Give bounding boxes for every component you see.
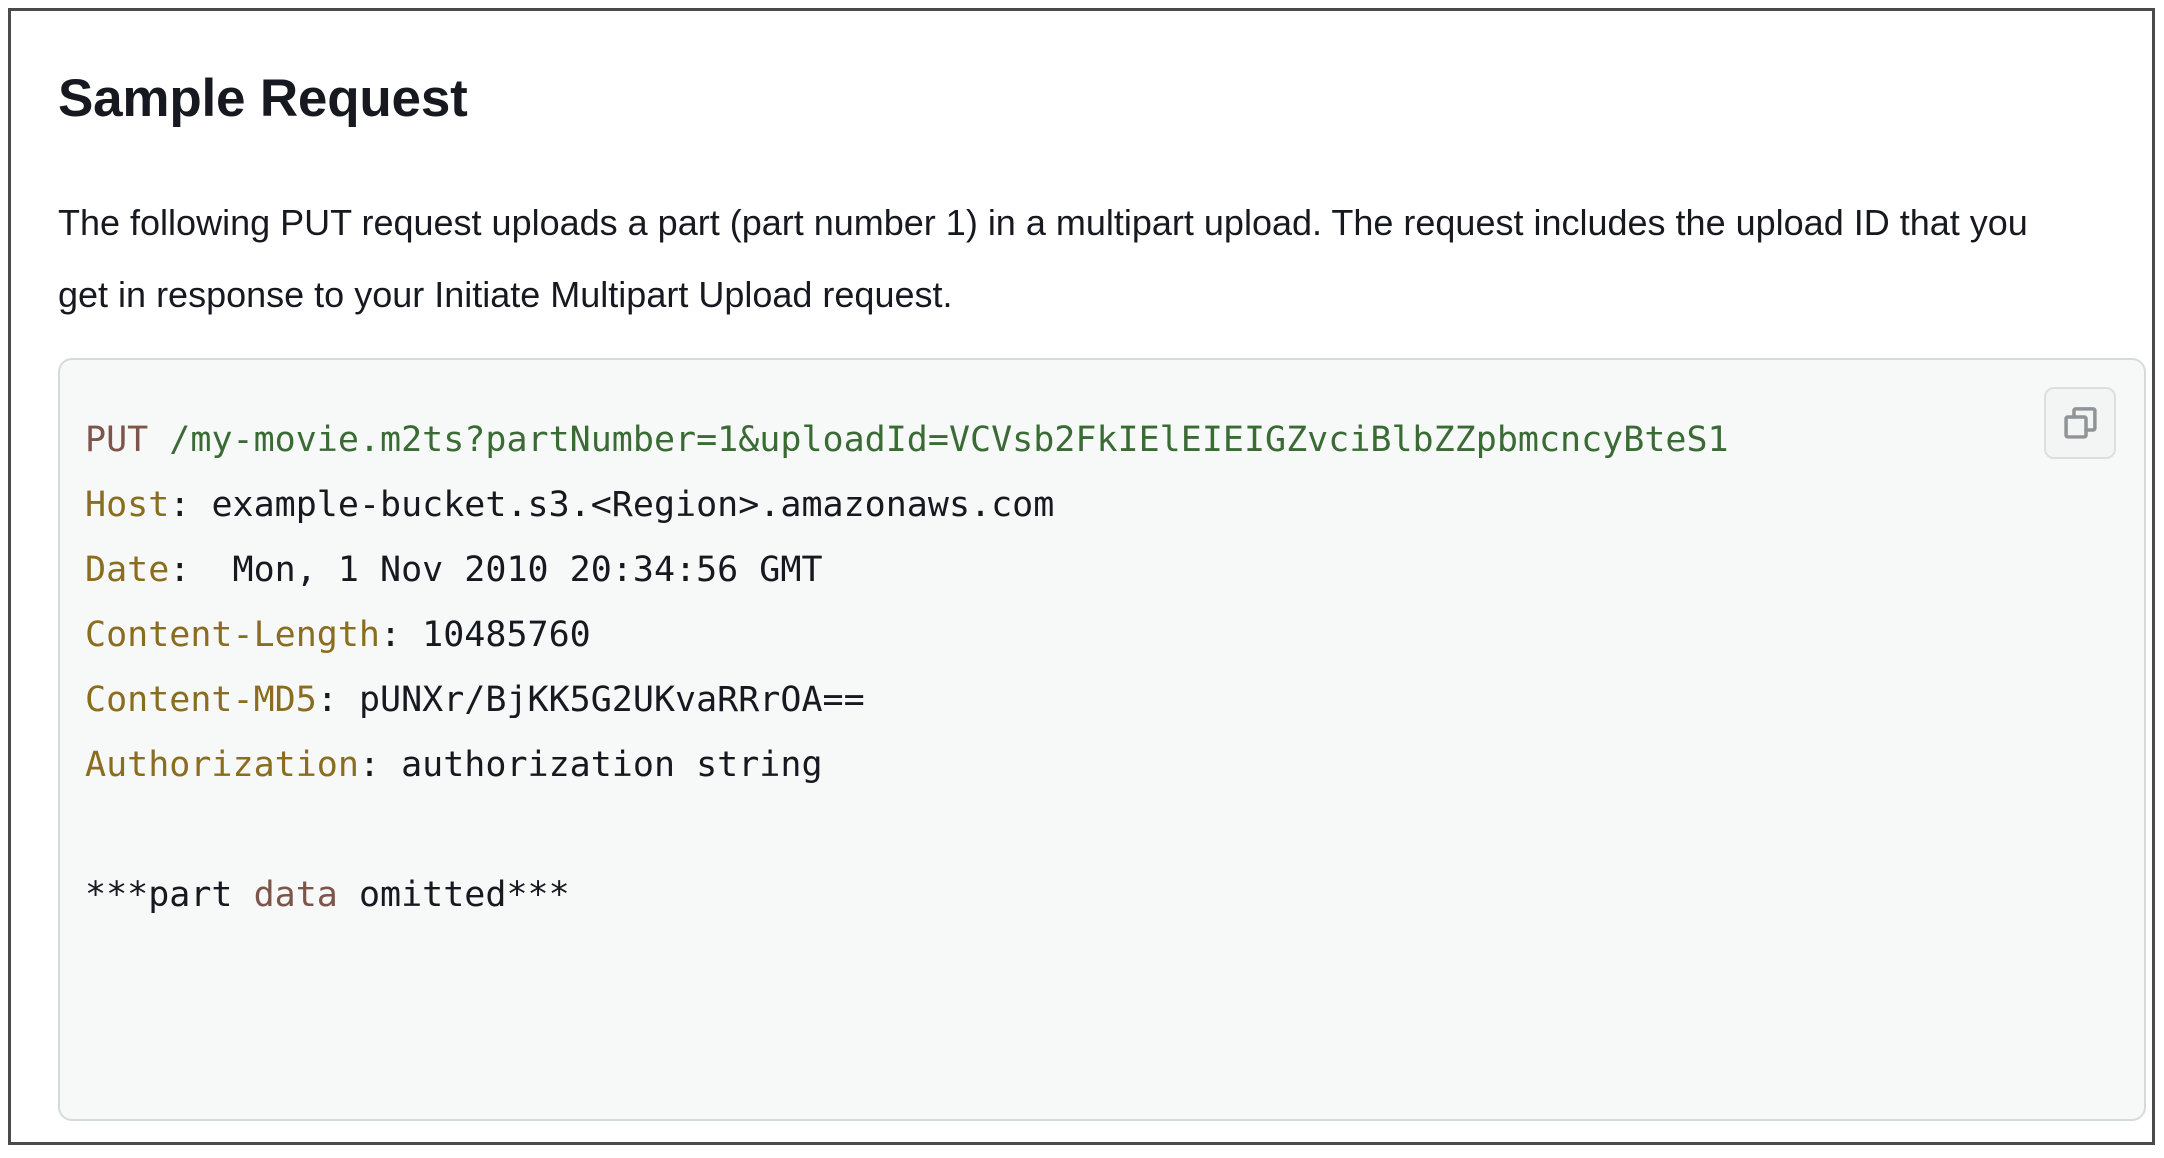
code-token-header: Authorization: [85, 745, 359, 785]
code-line-date-header: Date: Mon, 1 Nov 2010 20:34:56 GMT: [85, 538, 2144, 603]
code-line-authorization-header: Authorization: authorization string: [85, 733, 2144, 798]
code-line-blank-1: [85, 798, 2144, 863]
code-token-plain: [148, 420, 169, 460]
page-title: Sample Request: [58, 68, 468, 128]
code-token-plain: : pUNXr/BjKK5G2UKvaRRrOA==: [316, 680, 865, 720]
code-token-path: /my-movie.m2ts?partNumber=1&uploadId=VCV…: [169, 420, 1729, 460]
intro-paragraph: The following PUT request uploads a part…: [58, 202, 2028, 315]
code-token-header: Content-MD5: [85, 680, 317, 720]
document-content: Sample Request The following PUT request…: [11, 11, 2152, 1142]
code-content: PUT /my-movie.m2ts?partNumber=1&uploadId…: [60, 360, 2144, 928]
code-token-plain: : authorization string: [358, 745, 823, 785]
code-scroll-area[interactable]: PUT /my-movie.m2ts?partNumber=1&uploadId…: [60, 360, 2144, 1119]
code-sample-block: PUT /my-movie.m2ts?partNumber=1&uploadId…: [58, 358, 2146, 1121]
code-token-header: Date: [85, 550, 170, 590]
code-line-part-data-omitted: ***part data omitted***: [85, 863, 2144, 928]
code-token-emph: data: [253, 875, 338, 915]
code-token-method: PUT: [85, 420, 149, 460]
code-line-request-line: PUT /my-movie.m2ts?partNumber=1&uploadId…: [85, 408, 2144, 473]
code-token-plain: : 10485760: [380, 615, 591, 655]
code-line-content-length-header: Content-Length: 10485760: [85, 603, 2144, 668]
copy-icon: [2061, 404, 2099, 442]
document-frame: Sample Request The following PUT request…: [8, 8, 2155, 1145]
copy-code-button[interactable]: [2044, 387, 2116, 459]
code-line-host-header: Host: example-bucket.s3.<Region>.amazona…: [85, 473, 2144, 538]
code-token-plain: : Mon, 1 Nov 2010 20:34:56 GMT: [169, 550, 823, 590]
code-token-plain: omitted***: [337, 875, 570, 915]
code-token-header: Host: [85, 485, 170, 525]
code-line-content-md5-header: Content-MD5: pUNXr/BjKK5G2UKvaRRrOA==: [85, 668, 2144, 733]
code-token-plain: ***part: [85, 875, 254, 915]
code-token-header: Content-Length: [85, 615, 381, 655]
code-token-plain: : example-bucket.s3.<Region>.amazonaws.c…: [169, 485, 1055, 525]
